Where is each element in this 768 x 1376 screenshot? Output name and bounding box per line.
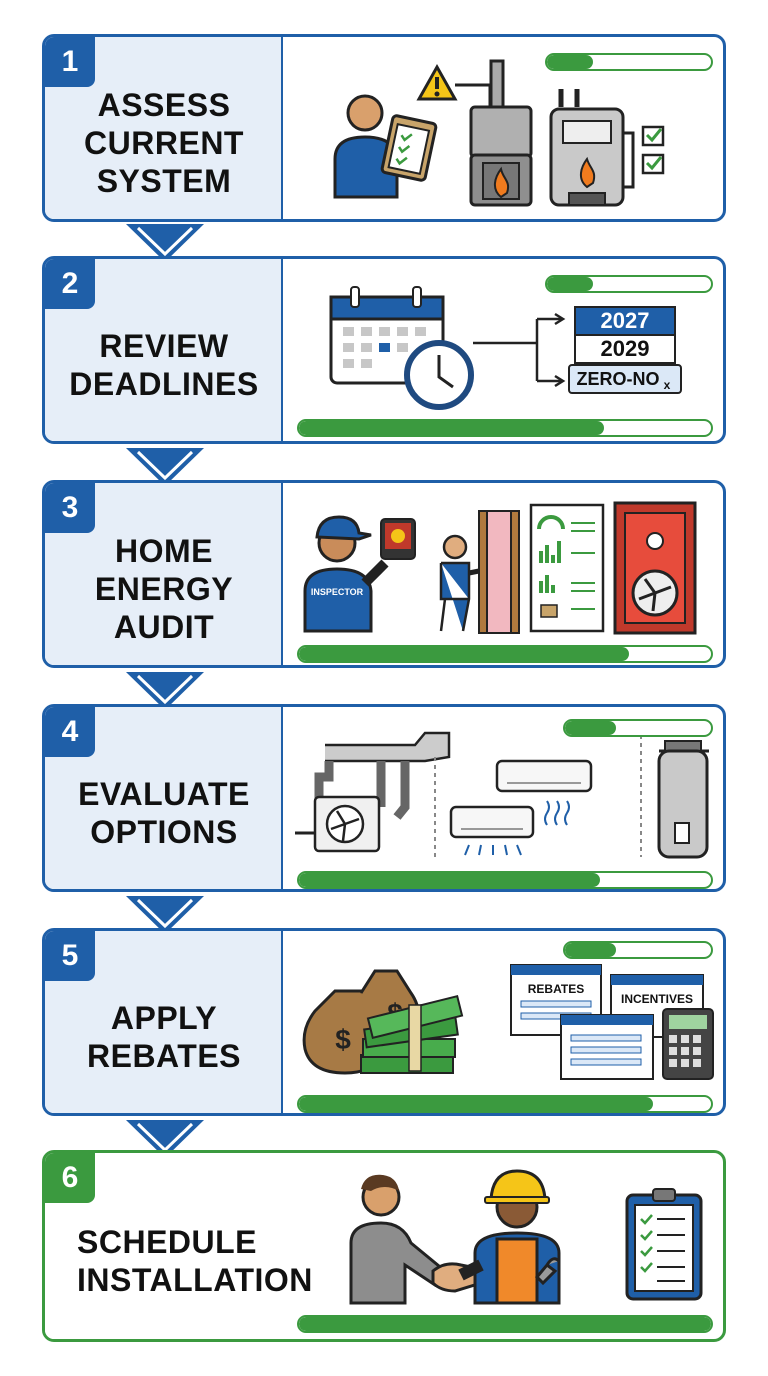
mini-split-icon <box>449 759 593 856</box>
rebates-form-label: REBATES <box>528 982 584 996</box>
step-title: APPLY REBATES <box>86 1000 242 1074</box>
incentives-form-label: INCENTIVES <box>621 992 693 1006</box>
progress-fill <box>299 421 604 435</box>
step-number: 2 <box>45 259 95 309</box>
assess-illustration <box>333 59 665 207</box>
rebates-illustration: $ $ REBATES INCENTIVES <box>302 964 714 1080</box>
step-card-5: 5 APPLY REBATES $ $ REBATES INCENTIVES <box>42 928 726 1116</box>
down-arrow-icon <box>126 224 204 262</box>
furnace-icon <box>469 59 533 207</box>
checkbox-icon <box>641 125 665 175</box>
client-icon <box>349 1174 448 1305</box>
step-title: SCHEDULE INSTALLATION <box>77 1224 313 1298</box>
progress-fill <box>299 647 629 661</box>
year-2029: 2029 <box>601 336 650 361</box>
installer-icon <box>458 1169 561 1305</box>
step-number: 1 <box>45 37 95 87</box>
step-number: 5 <box>45 931 95 981</box>
progress-fill <box>547 277 593 291</box>
progress-bar <box>545 53 713 71</box>
inspector-badge: INSPECTOR <box>311 587 364 597</box>
step-card-2: 2 REVIEW DEADLINES 2027 2029 ZE <box>42 256 726 444</box>
progress-bar <box>297 1095 713 1113</box>
inspector-icon: INSPECTOR <box>303 515 416 633</box>
step-card-1: 1 ASSESS CURRENT SYSTEM <box>42 34 726 222</box>
step-number: 6 <box>45 1153 95 1203</box>
warning-icon <box>416 63 492 107</box>
zero-nox-subscript: x <box>664 378 671 392</box>
progress-fill <box>565 943 617 957</box>
down-arrow-icon <box>126 672 204 710</box>
progress-bar <box>563 941 713 959</box>
step-card-6: 6 SCHEDULE INSTALLATION <box>42 1150 726 1342</box>
progress-bar <box>563 719 713 737</box>
step-card-3: 3 HOME ENERGY AUDIT INSPECTOR <box>42 480 726 668</box>
report-chart-icon <box>529 503 605 633</box>
installation-illustration <box>349 1169 703 1305</box>
progress-bar <box>297 645 713 663</box>
progress-fill <box>299 1317 711 1331</box>
progress-bar <box>545 275 713 293</box>
audit-illustration: INSPECTOR <box>303 501 697 635</box>
insulation-wall-icon <box>478 510 520 634</box>
deadlines-illustration: 2027 2029 ZERO-NO x <box>329 286 682 410</box>
water-heater-icon <box>657 740 709 859</box>
step-card-4: 4 EVALUATE OPTIONS <box>42 704 726 892</box>
down-arrow-icon <box>126 896 204 934</box>
options-illustration <box>295 727 709 859</box>
progress-bar <box>297 871 713 889</box>
step-number: 3 <box>45 483 95 533</box>
application-window-icon <box>560 1014 654 1080</box>
progress-fill <box>299 1097 654 1111</box>
checklist-icon <box>625 1188 703 1301</box>
step-title: EVALUATE OPTIONS <box>78 776 250 850</box>
boiler-icon <box>549 89 635 207</box>
heat-pump-icon <box>295 731 451 853</box>
step-title: HOME ENERGY AUDIT <box>94 533 234 645</box>
blower-door-icon <box>613 501 697 635</box>
step-title: REVIEW DEADLINES <box>69 328 259 402</box>
progress-fill <box>565 721 617 735</box>
svg-text:$: $ <box>335 1024 351 1055</box>
progress-fill <box>547 55 593 69</box>
person-clipboard-icon <box>333 94 438 199</box>
zero-nox-label: ZERO-NO <box>577 369 660 389</box>
calculator-icon <box>662 1008 714 1080</box>
progress-fill <box>299 873 600 887</box>
down-arrow-icon <box>126 448 204 486</box>
step-title: ASSESS CURRENT SYSTEM <box>84 87 244 199</box>
progress-bar <box>297 1315 713 1333</box>
year-2027: 2027 <box>601 308 650 333</box>
progress-bar <box>297 419 713 437</box>
deadline-year-box: 2027 2029 ZERO-NO x <box>568 306 682 394</box>
clock-icon <box>404 340 474 410</box>
step-number: 4 <box>45 707 95 757</box>
cash-stack-icon <box>360 994 464 1074</box>
